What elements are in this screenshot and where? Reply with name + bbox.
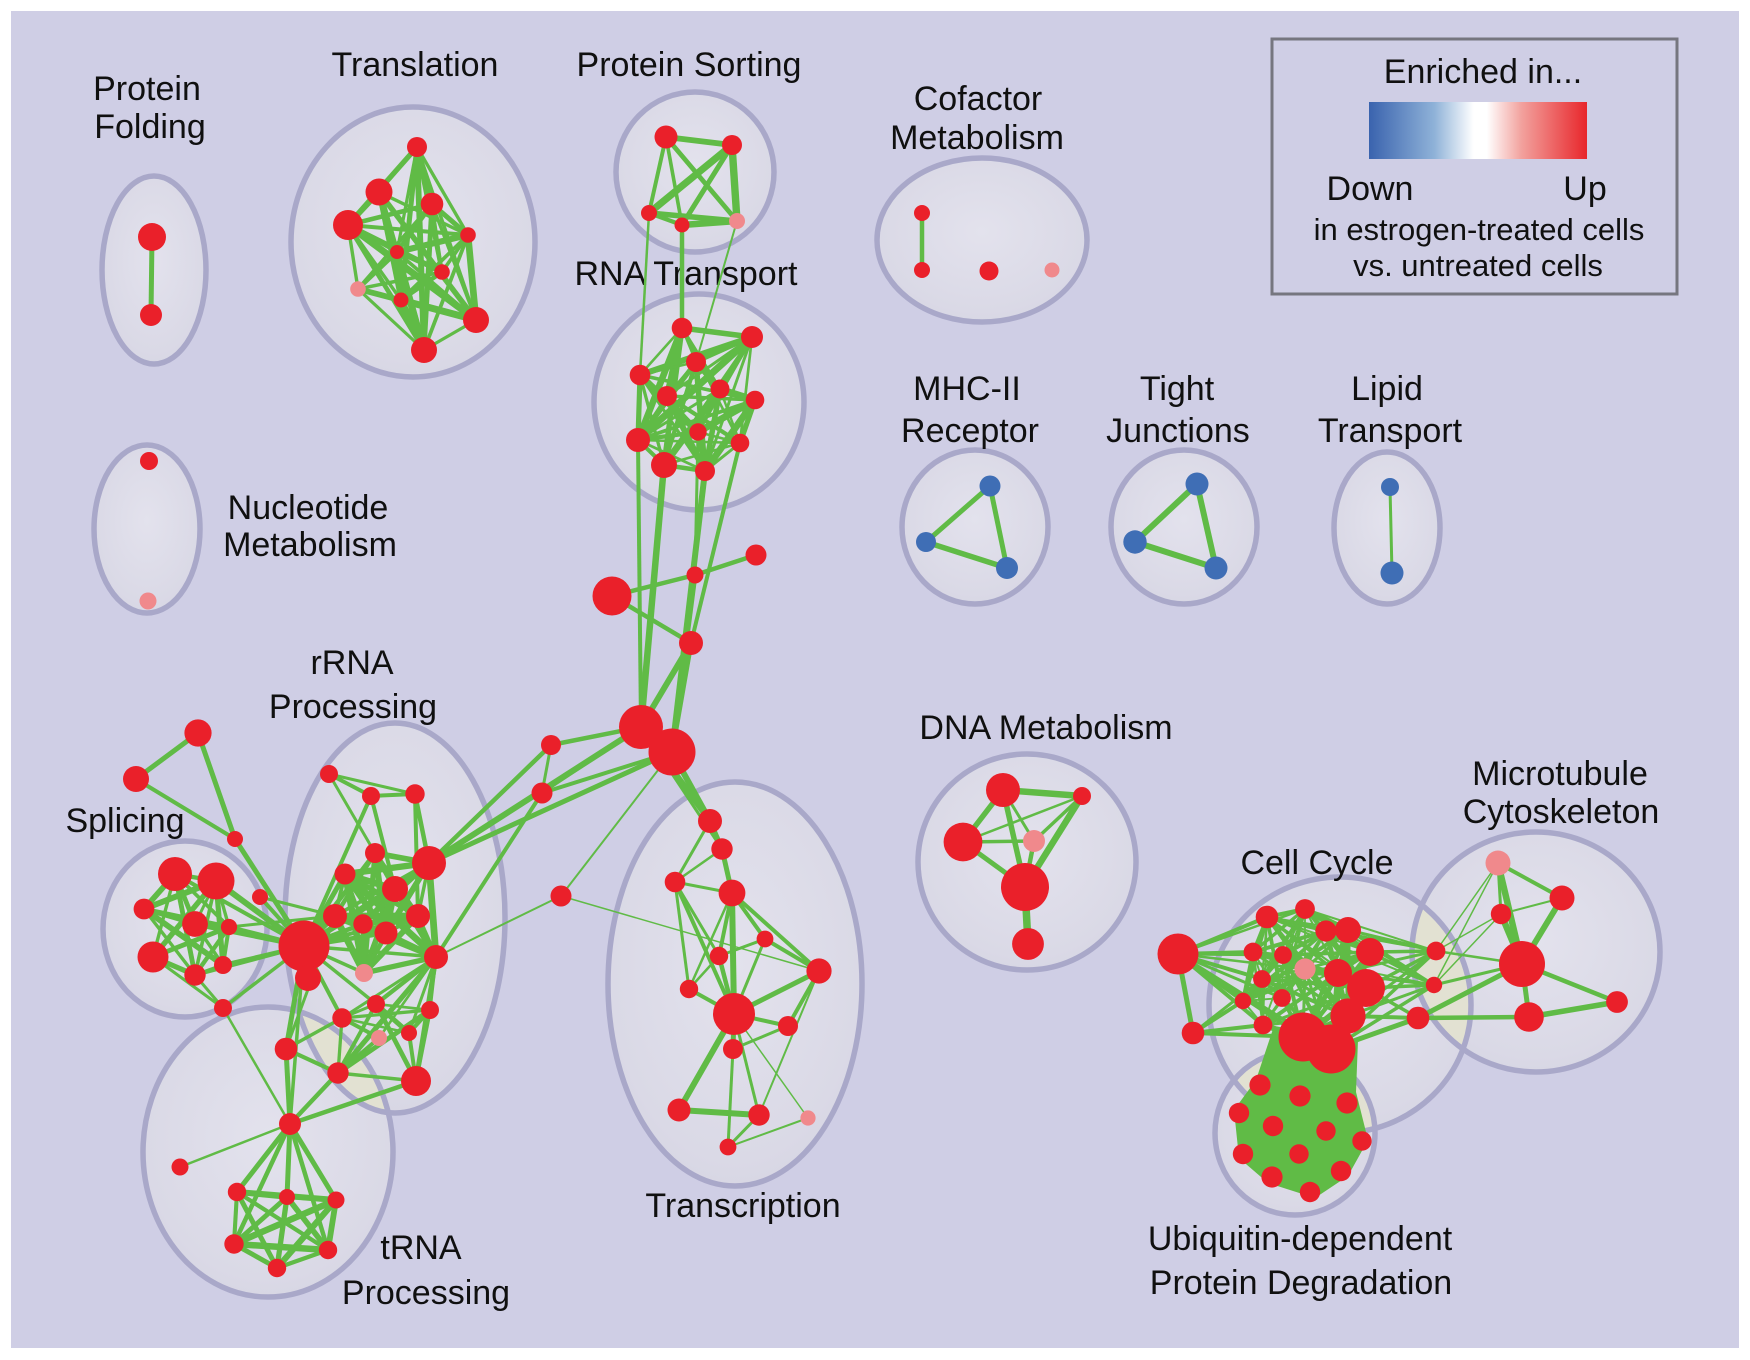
svg-text:Splicing: Splicing	[65, 802, 184, 840]
svg-text:Down: Down	[1327, 170, 1414, 208]
svg-text:vs. untreated cells: vs. untreated cells	[1353, 248, 1603, 283]
svg-text:Folding: Folding	[94, 108, 206, 146]
svg-text:Ubiquitin-dependent: Ubiquitin-dependent	[1148, 1220, 1453, 1258]
svg-text:Translation: Translation	[332, 46, 499, 84]
svg-text:Nucleotide: Nucleotide	[228, 489, 389, 527]
svg-text:Metabolism: Metabolism	[223, 526, 397, 564]
svg-text:Receptor: Receptor	[901, 412, 1039, 450]
svg-text:Cytoskeleton: Cytoskeleton	[1463, 793, 1660, 831]
svg-text:Lipid: Lipid	[1351, 370, 1423, 408]
svg-text:Cell Cycle: Cell Cycle	[1240, 844, 1393, 882]
svg-text:rRNA: rRNA	[310, 644, 393, 682]
svg-text:Protein: Protein	[93, 70, 201, 108]
svg-text:Up: Up	[1563, 170, 1606, 208]
svg-text:Tight: Tight	[1140, 370, 1215, 408]
svg-text:Transport: Transport	[1318, 412, 1463, 450]
svg-text:Microtubule: Microtubule	[1472, 755, 1648, 793]
svg-text:MHC-II: MHC-II	[913, 370, 1021, 408]
svg-text:Processing: Processing	[342, 1274, 510, 1312]
svg-text:Protein Degradation: Protein Degradation	[1150, 1264, 1452, 1302]
svg-text:in estrogen-treated cells: in estrogen-treated cells	[1314, 212, 1645, 247]
svg-text:Cofactor: Cofactor	[914, 80, 1043, 118]
svg-text:tRNA: tRNA	[380, 1229, 462, 1267]
svg-text:Protein Sorting: Protein Sorting	[577, 46, 802, 84]
svg-text:DNA Metabolism: DNA Metabolism	[919, 709, 1172, 747]
svg-text:Junctions: Junctions	[1106, 412, 1250, 450]
svg-text:RNA Transport: RNA Transport	[575, 255, 799, 293]
svg-text:Transcription: Transcription	[645, 1187, 840, 1225]
svg-text:Enriched in...: Enriched in...	[1384, 53, 1582, 91]
svg-text:Metabolism: Metabolism	[890, 119, 1064, 157]
svg-text:Processing: Processing	[269, 688, 437, 726]
